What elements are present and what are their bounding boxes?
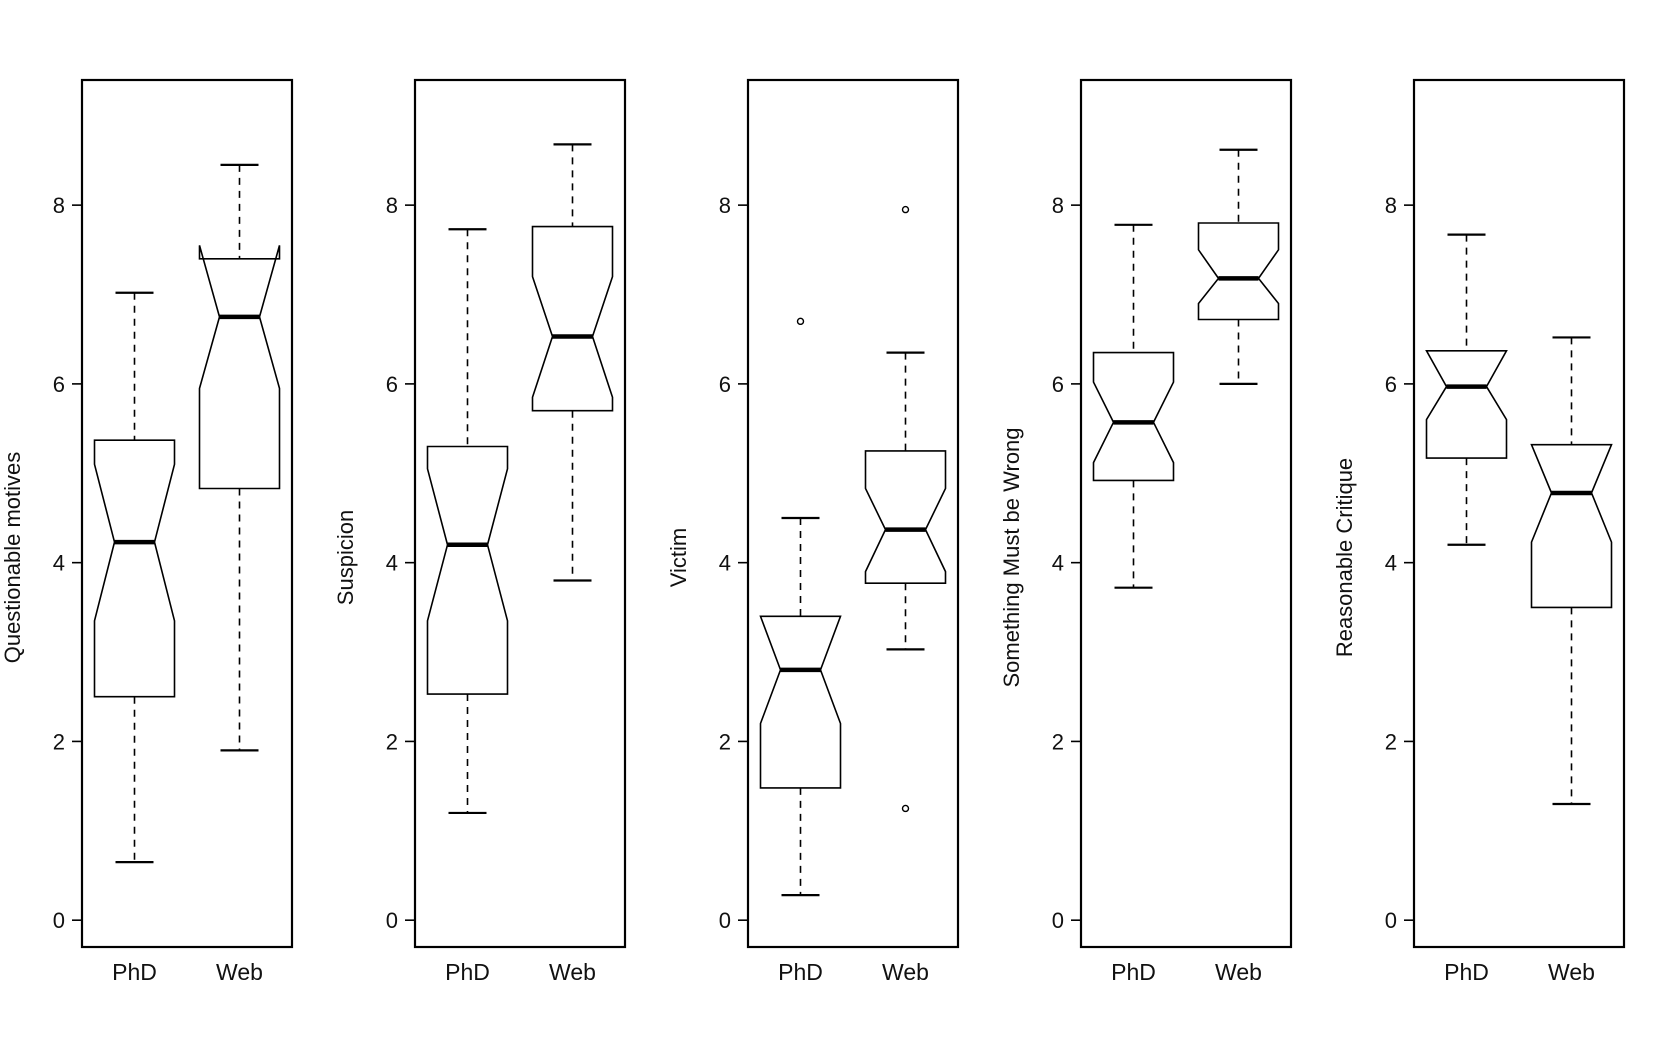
y-tick-label: 6: [1385, 372, 1397, 397]
y-tick-label: 0: [719, 908, 731, 933]
y-tick-label: 4: [1385, 551, 1397, 576]
x-tick-label: PhD: [445, 959, 490, 985]
outlier-point: [796, 317, 805, 326]
x-tick-label: PhD: [1111, 959, 1156, 985]
x-tick-label: PhD: [1444, 959, 1489, 985]
y-tick-label: 4: [719, 551, 731, 576]
outlier-point: [901, 804, 910, 813]
plot-frame: [746, 78, 960, 949]
plot-frame: [1079, 78, 1293, 949]
y-tick-label: 0: [53, 908, 65, 933]
y-axis-label: Questionable motives: [0, 452, 25, 664]
notched-box: [426, 445, 509, 695]
y-tick-label: 2: [719, 729, 731, 754]
y-tick-label: 8: [53, 193, 65, 218]
x-tick-label: Web: [1548, 959, 1595, 985]
y-tick-label: 4: [386, 551, 398, 576]
notched-box: [864, 450, 947, 585]
y-tick-label: 4: [53, 551, 65, 576]
y-tick-label: 2: [386, 729, 398, 754]
x-tick-label: Web: [549, 959, 596, 985]
y-tick-label: 2: [1052, 729, 1064, 754]
y-tick-label: 8: [386, 193, 398, 218]
notched-box: [759, 615, 842, 789]
y-tick-label: 8: [719, 193, 731, 218]
x-tick-label: PhD: [112, 959, 157, 985]
y-tick-label: 6: [719, 372, 731, 397]
plot-frame: [1412, 78, 1626, 949]
x-tick-label: Web: [216, 959, 263, 985]
y-tick-label: 0: [386, 908, 398, 933]
plot-frame: [80, 78, 294, 949]
notched-box: [1425, 349, 1508, 459]
plot-frame: [413, 78, 627, 949]
y-tick-label: 6: [53, 372, 65, 397]
y-tick-label: 6: [1052, 372, 1064, 397]
y-axis-label: Something Must be Wrong: [999, 427, 1024, 687]
y-tick-label: 2: [53, 729, 65, 754]
x-tick-label: Web: [882, 959, 929, 985]
notched-box: [1197, 222, 1280, 321]
y-tick-label: 2: [1385, 729, 1397, 754]
x-tick-label: Web: [1215, 959, 1262, 985]
y-tick-label: 8: [1052, 193, 1064, 218]
y-tick-label: 0: [1385, 908, 1397, 933]
outlier-point: [901, 205, 910, 214]
y-axis-label: Victim: [666, 528, 691, 588]
notched-box: [198, 245, 281, 490]
notched-box: [93, 439, 176, 698]
notched-box: [1092, 351, 1175, 482]
y-tick-label: 8: [1385, 193, 1397, 218]
x-tick-label: PhD: [778, 959, 823, 985]
y-axis-label: Reasonable Critique: [1332, 458, 1357, 657]
y-tick-label: 0: [1052, 908, 1064, 933]
y-axis-label: Suspicion: [333, 510, 358, 605]
notched-box: [531, 225, 614, 412]
y-tick-label: 4: [1052, 551, 1064, 576]
y-tick-label: 6: [386, 372, 398, 397]
notched-box: [1530, 443, 1613, 609]
